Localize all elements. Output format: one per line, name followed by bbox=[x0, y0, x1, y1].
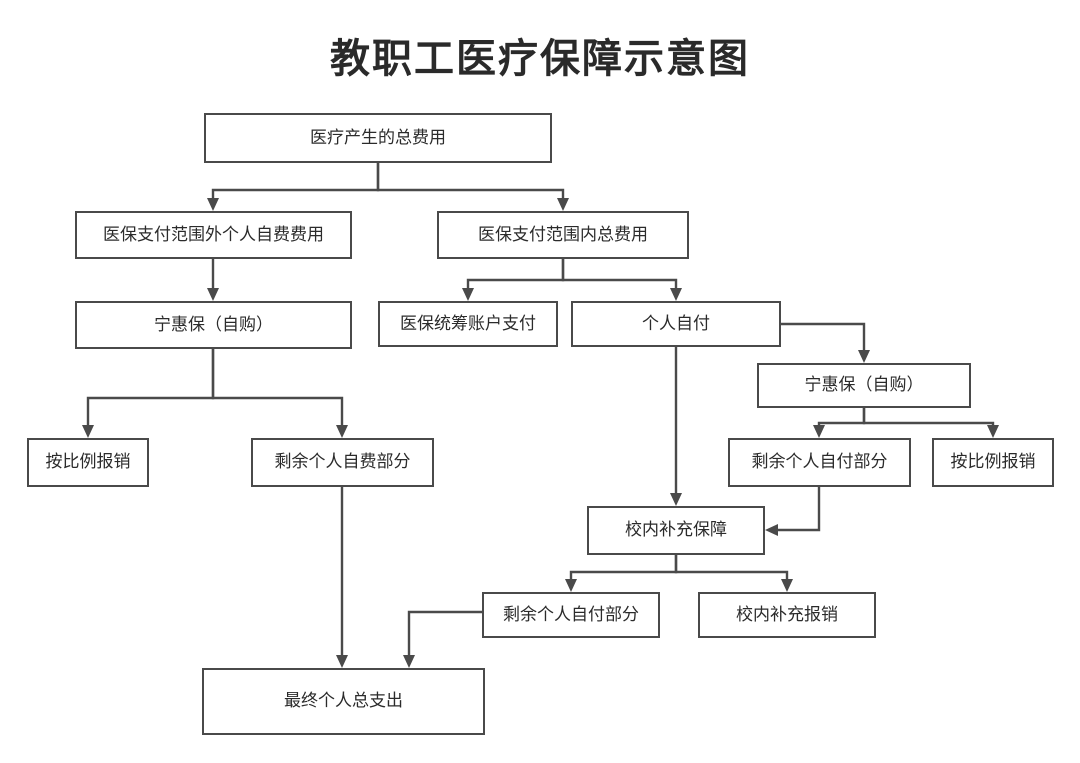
edge-n4-n8 bbox=[86, 349, 215, 427]
edge-n3-n5 bbox=[466, 259, 565, 290]
edge-n7-n10 bbox=[817, 408, 866, 427]
arrowhead-n4-n8 bbox=[82, 425, 94, 438]
edge-n4-n9 bbox=[211, 349, 344, 427]
arrowhead-n4-n9 bbox=[336, 425, 348, 438]
edge-n1-n2 bbox=[211, 163, 380, 200]
edge-n12-n14 bbox=[674, 555, 789, 581]
arrowhead-n2-n4 bbox=[207, 288, 219, 301]
arrowhead-n9-n15 bbox=[336, 655, 348, 668]
edge-n10-n12 bbox=[776, 487, 821, 532]
arrowhead-n3-n5 bbox=[462, 288, 474, 301]
node-remaining-copayment-lower[interactable]: 剩余个人自付部分 bbox=[482, 592, 660, 638]
node-campus-supplementary-reimbursement[interactable]: 校内补充报销 bbox=[698, 592, 876, 638]
edge-n1-n3 bbox=[376, 163, 565, 200]
arrowhead-n12-n14 bbox=[781, 579, 793, 592]
node-campus-supplementary-coverage[interactable]: 校内补充保障 bbox=[587, 506, 765, 555]
node-pooled-account-payment[interactable]: 医保统筹账户支付 bbox=[378, 301, 558, 347]
edge-n13-n15 bbox=[407, 610, 482, 657]
node-remaining-copayment-upper[interactable]: 剩余个人自付部分 bbox=[728, 438, 911, 487]
node-final-personal-total-expense[interactable]: 最终个人总支出 bbox=[202, 668, 485, 735]
arrowhead-n6-n7 bbox=[858, 350, 870, 363]
arrowhead-n3-n6 bbox=[670, 288, 682, 301]
node-proportional-reimbursement-right[interactable]: 按比例报销 bbox=[932, 438, 1054, 487]
node-ninghuibao-left[interactable]: 宁惠保（自购） bbox=[75, 301, 352, 349]
edge-n6-n7 bbox=[781, 322, 866, 352]
node-in-coverage-total-cost[interactable]: 医保支付范围内总费用 bbox=[437, 211, 689, 259]
arrowhead-n1-n2 bbox=[207, 198, 219, 211]
node-total-medical-cost[interactable]: 医疗产生的总费用 bbox=[204, 113, 552, 163]
arrowhead-n7-n10 bbox=[813, 425, 825, 438]
node-proportional-reimbursement-left[interactable]: 按比例报销 bbox=[27, 438, 149, 487]
arrowhead-n13-n15 bbox=[403, 655, 415, 668]
edge-n7-n11 bbox=[862, 408, 995, 427]
page-title: 教职工医疗保障示意图 bbox=[330, 37, 750, 81]
edge-n3-n6 bbox=[561, 259, 678, 290]
node-ninghuibao-right[interactable]: 宁惠保（自购） bbox=[757, 363, 971, 408]
arrowhead-n1-n3 bbox=[557, 198, 569, 211]
arrowhead-n12-n13 bbox=[565, 579, 577, 592]
arrowhead-n7-n11 bbox=[987, 425, 999, 438]
node-out-of-coverage-self-pay[interactable]: 医保支付范围外个人自费费用 bbox=[75, 211, 352, 259]
arrowhead-n10-n12 bbox=[765, 524, 778, 536]
arrowhead-n6-n12 bbox=[670, 493, 682, 506]
node-personal-copayment[interactable]: 个人自付 bbox=[571, 301, 781, 347]
node-remaining-self-paid-left[interactable]: 剩余个人自费部分 bbox=[251, 438, 434, 487]
edge-n12-n13 bbox=[569, 555, 678, 581]
